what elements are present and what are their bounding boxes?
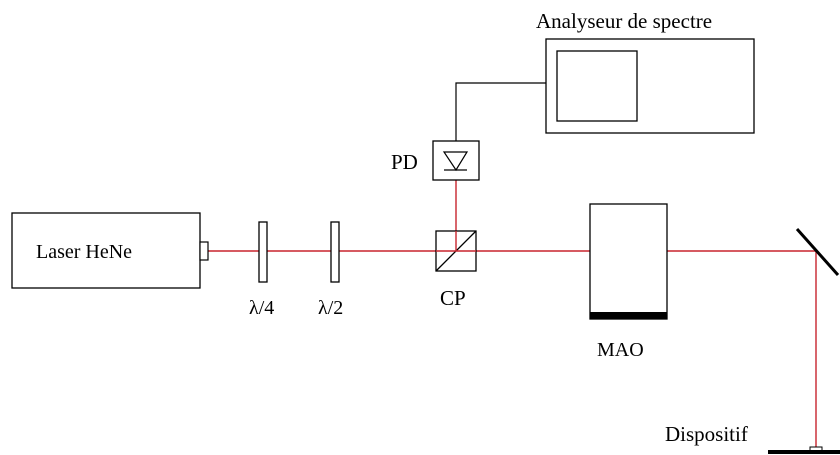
modulator-label: MAO — [597, 339, 644, 361]
half-wave-plate: λ/2 — [318, 221, 343, 319]
device: Dispositif — [665, 422, 840, 454]
acousto-optic-modulator: MAO — [589, 203, 668, 361]
half-wave-label: λ/2 — [318, 297, 343, 319]
analyzer-label: Analyseur de spectre — [536, 9, 712, 33]
analyzer-screen — [556, 50, 638, 122]
spectrum-analyzer: Analyseur de spectre — [536, 9, 755, 134]
laser-beam — [208, 180, 817, 447]
photodiode: PD — [391, 140, 480, 181]
modulator-transducer — [590, 312, 667, 319]
quarter-wave-plate-body — [258, 221, 268, 283]
photodiode-icon — [442, 151, 469, 172]
quarter-wave-plate: λ/4 — [249, 221, 274, 319]
signal-cable — [455, 82, 546, 141]
photodiode-box — [432, 140, 480, 181]
laser-label: Laser HeNe — [36, 241, 132, 263]
device-label: Dispositif — [665, 422, 748, 446]
photodiode-label: PD — [391, 150, 418, 174]
quarter-wave-label: λ/4 — [249, 297, 274, 319]
beam-splitter: CP — [435, 230, 477, 310]
beam-splitter-label: CP — [440, 286, 466, 310]
laser-output-aperture — [199, 241, 209, 261]
laser-source: Laser HeNe — [11, 212, 209, 289]
half-wave-plate-body — [330, 221, 340, 283]
modulator-body — [589, 203, 668, 320]
mirror — [795, 228, 840, 276]
